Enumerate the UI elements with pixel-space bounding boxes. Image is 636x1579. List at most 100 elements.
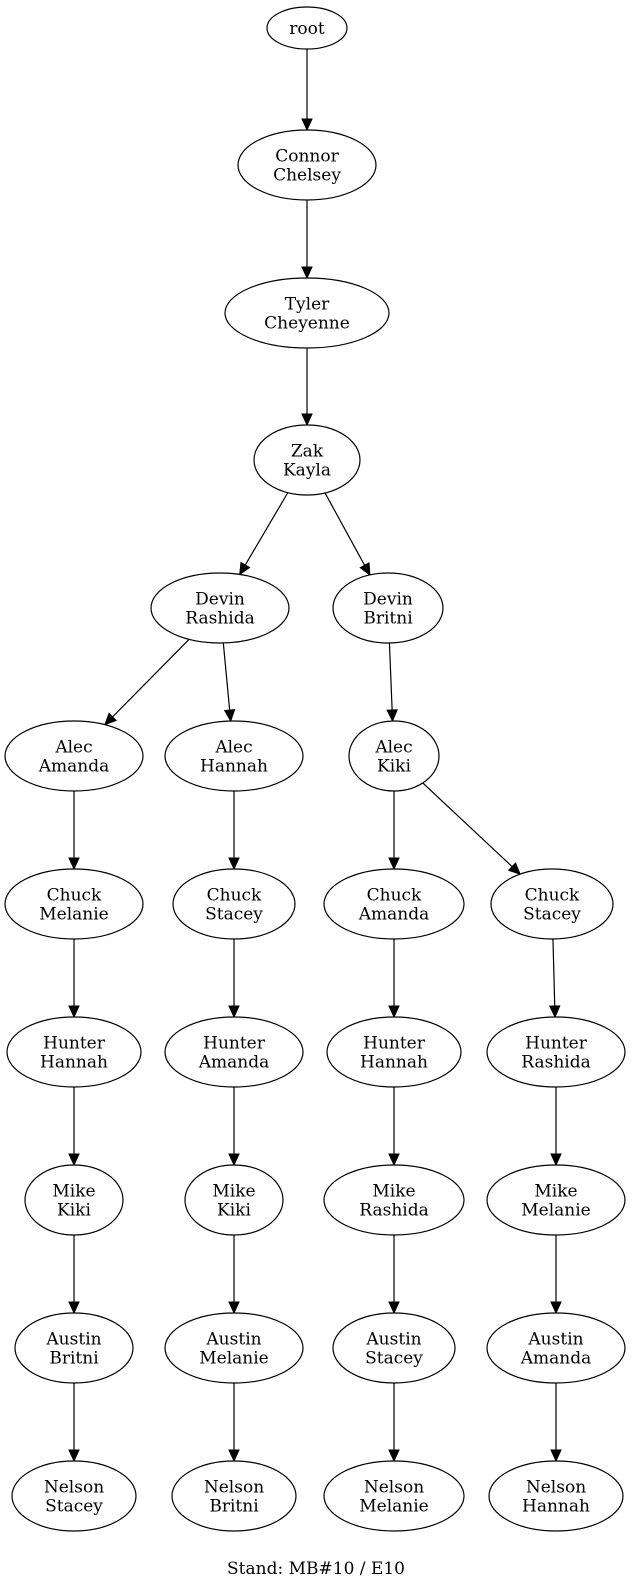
arrowhead	[388, 1449, 400, 1463]
node-label: Nelson	[204, 1478, 264, 1498]
node-label: Hunter	[43, 1034, 106, 1054]
arrowhead	[301, 413, 313, 427]
node-label: Hunter	[525, 1034, 588, 1054]
edge-n11-n15	[388, 939, 400, 1019]
node-ellipse	[4, 720, 144, 792]
arrowhead	[388, 1005, 400, 1019]
edge-line	[388, 642, 393, 711]
edge-n19-n23	[388, 1235, 400, 1315]
arrowhead	[228, 857, 240, 871]
node-ellipse	[348, 720, 440, 792]
arrowhead	[228, 1301, 240, 1315]
node-label: Melanie	[359, 1497, 429, 1517]
arrowhead	[507, 862, 522, 875]
node-ellipse	[11, 1460, 137, 1532]
node-ellipse	[490, 868, 614, 940]
node-ellipse	[150, 572, 290, 644]
edge-n13-n17	[68, 1087, 80, 1167]
node-label: Austin	[45, 1330, 101, 1350]
node-ellipse	[184, 1164, 284, 1236]
node-ellipse	[253, 424, 361, 496]
node-label: Amanda	[358, 905, 430, 925]
arrowhead	[68, 1449, 80, 1463]
node-label: Alec	[374, 738, 412, 758]
node-label: Hunter	[203, 1034, 266, 1054]
edge-n22-n26	[228, 1383, 240, 1463]
arrowhead	[388, 857, 400, 871]
edge-line	[222, 642, 231, 711]
arrowhead	[68, 1301, 80, 1315]
edge-n4-n7	[222, 642, 236, 723]
edge-n9-n13	[68, 939, 80, 1019]
node-label: Britni	[209, 1497, 259, 1517]
node-label: Kiki	[217, 1201, 251, 1221]
arrowhead	[388, 1153, 400, 1167]
node-label: Amanda	[198, 1053, 270, 1073]
node-label: Rashida	[359, 1201, 428, 1221]
edge-n14-n18	[228, 1087, 240, 1167]
node-label: Kiki	[377, 757, 411, 777]
node-ellipse	[266, 6, 348, 50]
node-label: Mike	[52, 1182, 95, 1202]
node-label: Zak	[291, 442, 324, 462]
node-label: root	[289, 19, 325, 39]
node-label: Nelson	[44, 1478, 104, 1498]
nodes-layer: rootConnorChelseyTylerCheyenneZakKaylaDe…	[4, 6, 626, 1532]
edge-n16-n20	[550, 1087, 562, 1167]
edge-line	[324, 492, 366, 566]
node-label: Hannah	[40, 1053, 108, 1073]
arrowhead	[68, 1005, 80, 1019]
edge-line	[244, 492, 289, 566]
diagram-caption: Stand: MB#10 / E10	[227, 1559, 405, 1579]
node-ellipse	[164, 1016, 304, 1088]
edge-n20-n24	[550, 1235, 562, 1315]
arrowhead	[223, 709, 236, 723]
arrowhead	[228, 1005, 240, 1019]
arrowhead	[386, 709, 398, 723]
node-label: Cheyenne	[264, 314, 350, 334]
arrowhead	[359, 562, 371, 577]
node-ellipse	[486, 1164, 626, 1236]
node-ellipse	[488, 1460, 624, 1532]
node-ellipse	[323, 1164, 465, 1236]
node-label: Hannah	[200, 757, 268, 777]
node-ellipse	[237, 129, 377, 201]
node-ellipse	[172, 868, 296, 940]
edge-n23-n27	[388, 1383, 400, 1463]
node-label: Chelsey	[273, 166, 341, 186]
node-label: Melanie	[199, 1349, 269, 1369]
edge-n12-n16	[548, 938, 561, 1019]
arrowhead	[104, 712, 118, 726]
node-label: Chuck	[525, 886, 580, 906]
arrowhead	[550, 1153, 562, 1167]
node-label: Kiki	[57, 1201, 91, 1221]
node-label: Mike	[372, 1182, 415, 1202]
node-label: Chuck	[47, 886, 102, 906]
node-label: Mike	[212, 1182, 255, 1202]
node-ellipse	[326, 1016, 462, 1088]
edge-n24-n28	[550, 1383, 562, 1463]
node-label: Rashida	[185, 609, 254, 629]
node-label: Austin	[527, 1330, 583, 1350]
edge-n8-n11	[388, 791, 400, 871]
edge-n6-n9	[68, 791, 80, 871]
node-label: Nelson	[526, 1478, 586, 1498]
node-ellipse	[323, 1460, 465, 1532]
node-ellipse	[164, 1312, 304, 1384]
node-ellipse	[224, 277, 390, 349]
arrowhead	[228, 1449, 240, 1463]
